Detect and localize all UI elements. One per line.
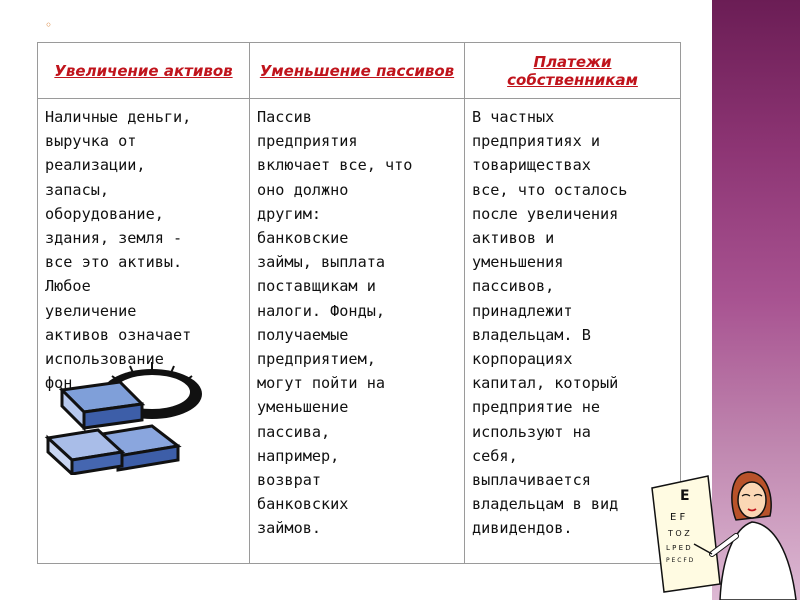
- teacher-illustration-icon: E E F T O Z L P E D P E C F D: [651, 471, 797, 600]
- svg-text:P E C F D: P E C F D: [666, 557, 694, 564]
- header-liability-decrease: Уменьшение пассивов: [259, 62, 455, 80]
- svg-text:L P E D: L P E D: [666, 544, 691, 552]
- header-asset-increase: Увеличение активов: [54, 62, 233, 80]
- cell-asset-increase: Наличные деньги, выручка от реализации, …: [45, 108, 192, 393]
- svg-text:E F: E F: [670, 512, 685, 523]
- svg-text:T O Z: T O Z: [667, 529, 690, 538]
- column-liabilities: Уменьшение пассивов Пассив предприятия в…: [250, 43, 465, 563]
- cell-liability-decrease: Пассив предприятия включает все, что оно…: [257, 108, 413, 538]
- gold-ingots-icon: [44, 362, 202, 475]
- table-header-row: [38, 43, 680, 99]
- bullet-icon: ◦: [45, 18, 53, 32]
- svg-text:E: E: [680, 488, 690, 504]
- column-assets: Увеличение активов Наличные деньги, выру…: [38, 43, 250, 563]
- comparison-table: Увеличение активов Наличные деньги, выру…: [37, 42, 681, 564]
- column-owner-payments: Платежи собственникам В частных предприя…: [465, 43, 680, 563]
- header-owner-payments: Платежи собственникам: [507, 53, 638, 89]
- cell-owner-payments: В частных предприятиях и товариществах в…: [472, 108, 628, 538]
